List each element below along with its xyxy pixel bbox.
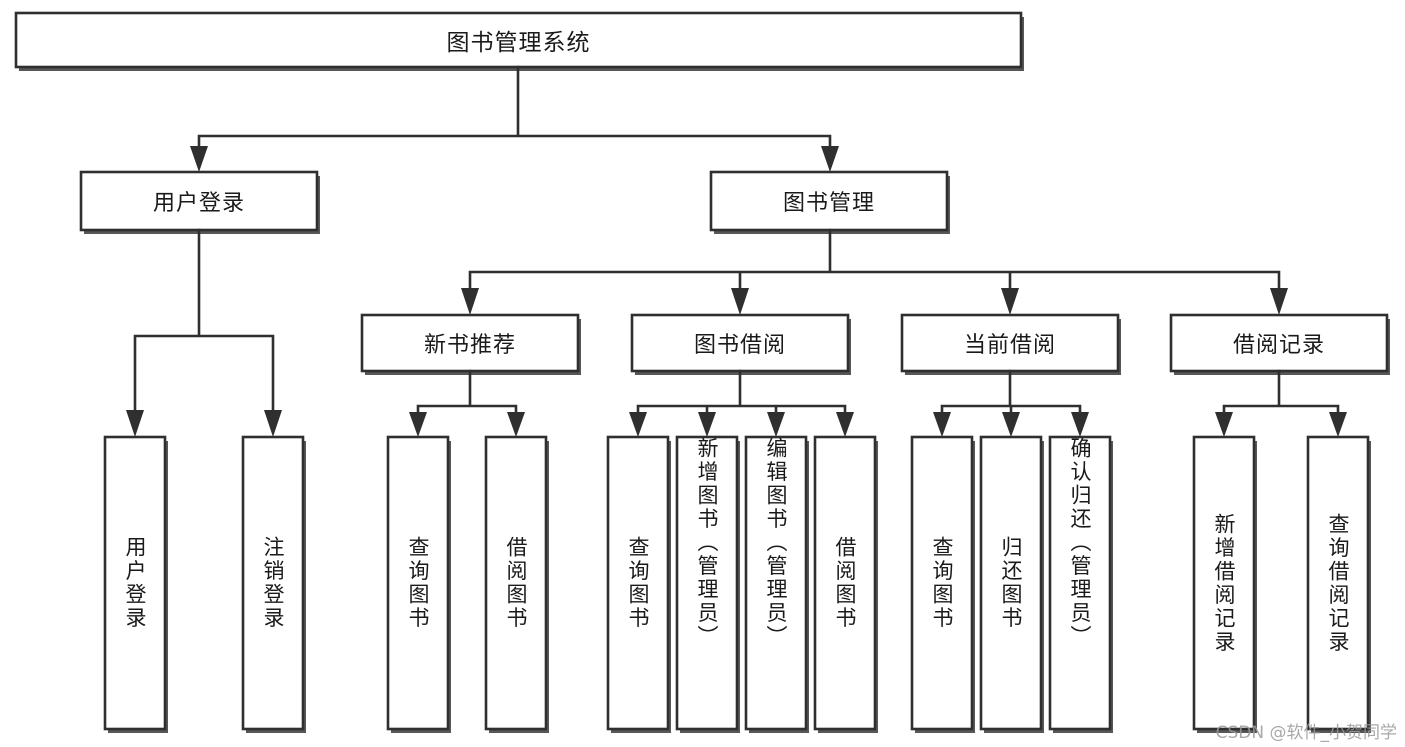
leaf-box: [979, 435, 1043, 731]
arrow-head-icon: [126, 410, 144, 437]
leaf-borrow-book-bb[interactable]: [813, 435, 878, 733]
leaf-box: [241, 435, 305, 731]
connector-root-to-level1: [190, 65, 839, 172]
arrow-head-icon: [933, 412, 951, 437]
node-user-login[interactable]: [79, 170, 320, 234]
arrow-head-icon: [409, 412, 427, 437]
arrow-head-icon: [821, 146, 839, 172]
leaf-user-login[interactable]: [103, 435, 168, 733]
arrow-head-icon: [731, 288, 749, 315]
node-book-management[interactable]: [709, 170, 950, 234]
user-login-box: [79, 170, 319, 232]
leaf-box: [103, 435, 167, 731]
arrow-head-icon: [698, 412, 716, 437]
leaf-box: [606, 435, 670, 731]
connector-userlogin-to-leaves: [126, 228, 282, 437]
arrow-head-icon: [1270, 288, 1288, 315]
connector-newbook-to-leaves: [409, 369, 525, 437]
new-book-box: [360, 313, 580, 373]
connector-currentborrow-to-leaves: [933, 369, 1089, 437]
leaf-box: [1048, 435, 1112, 731]
arrow-head-icon: [1329, 412, 1347, 437]
leaf-edit-book-admin[interactable]: [744, 435, 809, 733]
leaf-box: [744, 435, 808, 731]
arrow-head-icon: [507, 412, 525, 437]
arrow-head-icon: [767, 412, 785, 437]
node-book-borrow[interactable]: [630, 313, 851, 375]
leaf-box: [675, 435, 739, 731]
leaf-confirm-return-admin[interactable]: [1048, 435, 1113, 733]
leaf-box: [1306, 435, 1370, 731]
arrow-head-icon: [1002, 412, 1020, 437]
arrow-head-icon: [1215, 412, 1233, 437]
arrow-head-icon: [629, 412, 647, 437]
node-current-borrow[interactable]: [900, 313, 1121, 375]
connector-borrowrecord-to-leaves: [1215, 369, 1347, 437]
leaf-box: [484, 435, 548, 731]
arrow-head-icon: [1001, 288, 1019, 315]
leaf-logout[interactable]: [241, 435, 306, 733]
current-borrow-box: [900, 313, 1120, 373]
leaf-return-book[interactable]: [979, 435, 1044, 733]
node-new-book-recommend[interactable]: [360, 313, 581, 375]
connector-bookborrow-to-leaves: [629, 369, 854, 437]
connector-bookmgmt-to-level2: [461, 228, 1288, 315]
book-management-box: [709, 170, 949, 232]
book-borrow-box: [630, 313, 850, 373]
leaf-query-book-cb[interactable]: [910, 435, 975, 733]
leaf-add-borrow-record[interactable]: [1192, 435, 1257, 733]
node-root[interactable]: [14, 11, 1024, 71]
leaf-box: [910, 435, 974, 731]
leaf-query-book-bb[interactable]: [606, 435, 671, 733]
arrow-head-icon: [461, 288, 479, 315]
node-borrow-record[interactable]: [1169, 313, 1390, 375]
arrow-head-icon: [1071, 412, 1089, 437]
arrow-head-icon: [190, 146, 208, 172]
leaf-query-borrow-record[interactable]: [1306, 435, 1371, 733]
arrow-head-icon: [264, 410, 282, 437]
leaf-box: [386, 435, 450, 731]
leaf-borrow-book-nb[interactable]: [484, 435, 549, 733]
borrow-record-box: [1169, 313, 1389, 373]
leaf-box: [1192, 435, 1256, 731]
leaf-box: [813, 435, 877, 731]
leaf-query-book-nb[interactable]: [386, 435, 451, 733]
arrow-head-icon: [836, 412, 854, 437]
leaf-add-book-admin[interactable]: [675, 435, 740, 733]
root-box: [14, 11, 1023, 69]
